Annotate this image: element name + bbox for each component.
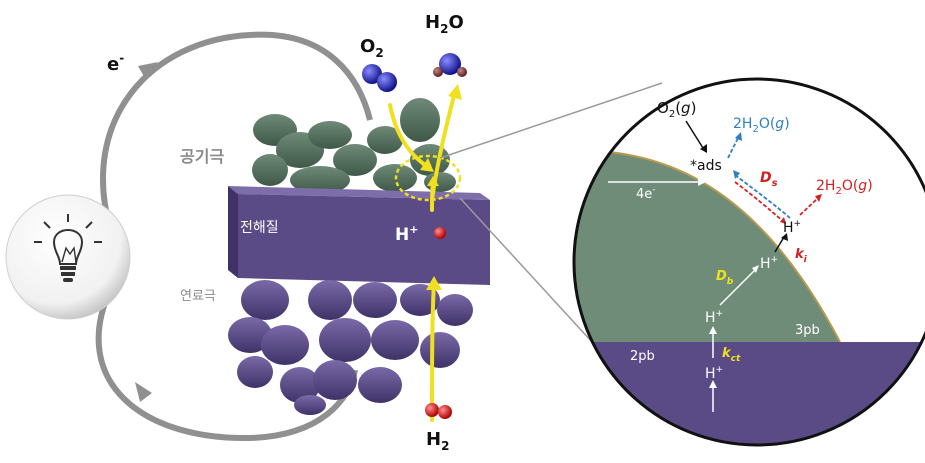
proton-low-label: H+ (705, 309, 723, 326)
o2-molecule (362, 64, 397, 92)
cathode-structure (252, 98, 456, 194)
o2-gas-label: O2(g) (657, 99, 696, 120)
electron-count-label: 4e- (636, 185, 656, 202)
o2-label: O2 (360, 36, 384, 60)
adsorption-arrow (685, 120, 704, 149)
h2-label: H2 (426, 429, 449, 453)
circuit-arrow-bottom (135, 382, 152, 402)
h2o-molecule (433, 53, 467, 77)
interface-transfer-arrow (774, 236, 785, 253)
db-label: Db (716, 269, 734, 287)
electrolyte-label: 전해질 (240, 220, 279, 236)
external-circuit (95, 31, 373, 442)
h2o-label: H2O (425, 12, 464, 36)
kct-label: kct (722, 346, 741, 364)
light-bulb-icon (5, 194, 131, 320)
blue-desorption-arrow (727, 137, 739, 159)
proton-top-label: H+ (783, 219, 801, 236)
zoom-connector-top (439, 82, 663, 159)
proton-ball (434, 227, 446, 239)
cathode-label: 공기극 (180, 147, 224, 166)
h2-molecule (425, 403, 452, 419)
anode-label: 연료극 (180, 289, 216, 304)
anode-structure (228, 280, 473, 415)
circuit-arrow-top (138, 62, 158, 80)
electron-label: e- (107, 51, 124, 75)
proton-label: H+ (395, 223, 418, 245)
two-phase-boundary-label: 2pb (630, 349, 655, 364)
cathode-particle-zoom (574, 150, 840, 342)
water-red-label: 2H2O(g) (816, 178, 873, 197)
three-phase-boundary-label: 3pb (795, 323, 820, 338)
proton-bottom-label: H+ (705, 365, 723, 382)
water-blue-label: 2H2O(g) (733, 116, 790, 135)
triple-phase-boundary-marker (394, 154, 462, 202)
electrolyte-slab (228, 186, 490, 285)
proton-mid-label: H+ (760, 255, 778, 272)
surface-diffusion-label: Ds (760, 170, 778, 189)
zoom-circle (572, 77, 925, 447)
red-desorption-arrow (799, 197, 819, 216)
reaction-arrowheads (420, 84, 462, 290)
bulk-diffusion-arrow (719, 269, 756, 306)
ki-label: ki (795, 247, 808, 265)
adsorbed-species-label: *ads (690, 158, 722, 174)
surface-diffusion-blue (734, 174, 791, 219)
reaction-paths (388, 90, 457, 422)
